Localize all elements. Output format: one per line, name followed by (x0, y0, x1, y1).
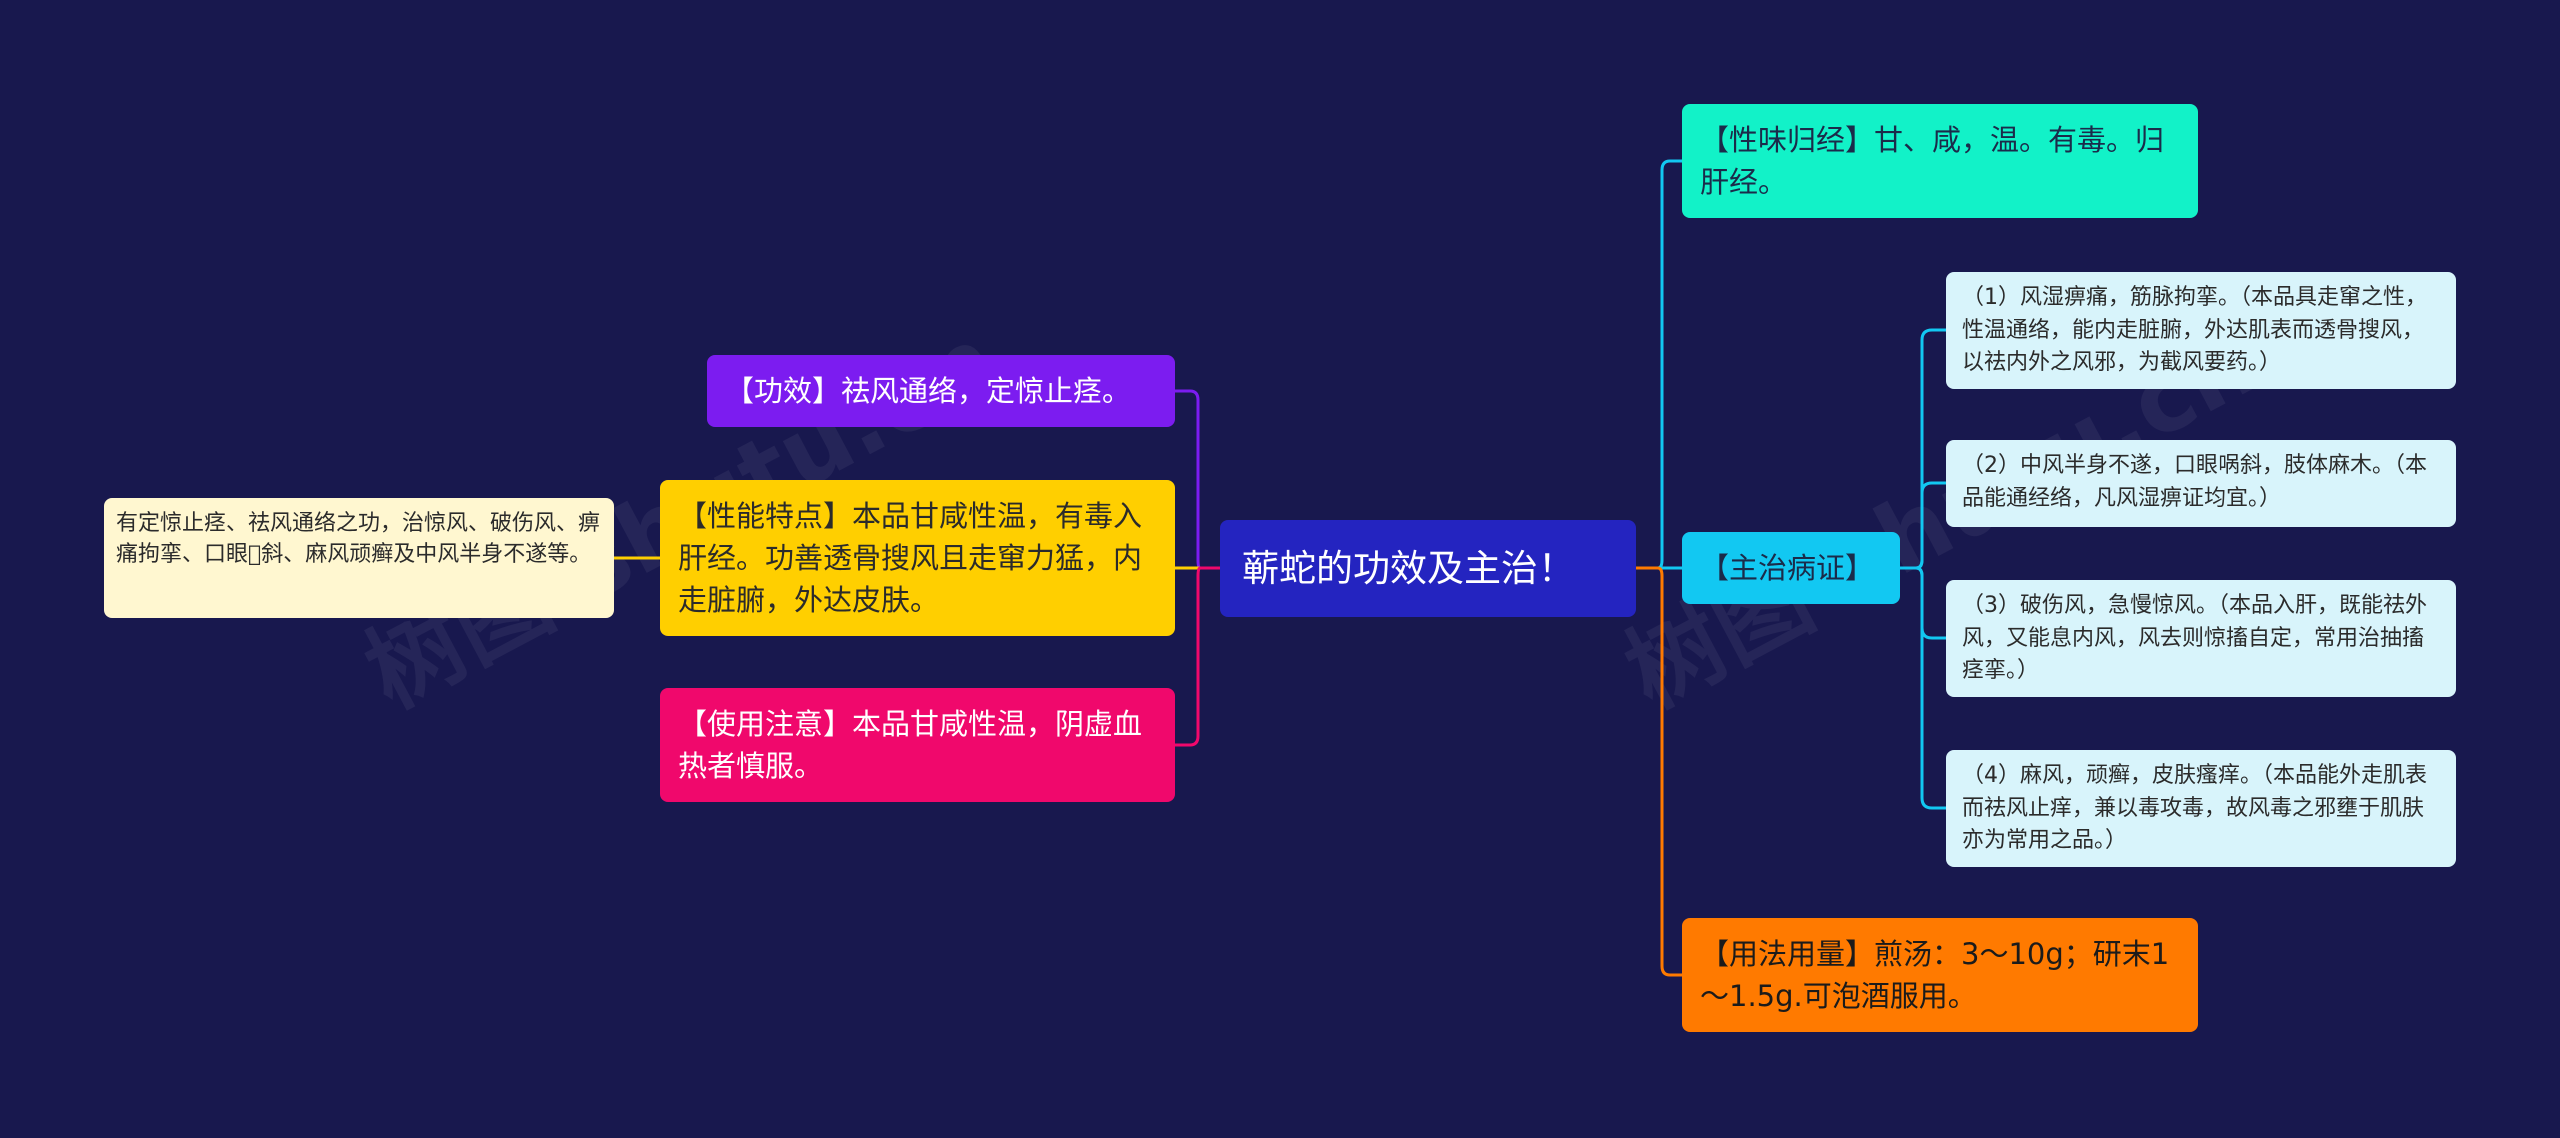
branch-xingneng[interactable]: 【性能特点】本品甘咸性温，有毒入肝经。功善透骨搜风且走窜力猛，内走脏腑，外达皮肤… (660, 480, 1175, 636)
branch-gongxiao-text: 【功效】祛风通络，定惊止痉。 (725, 373, 1132, 408)
zhuzhi-item-4-text: （4）麻风，顽癣，皮肤瘙痒。（本品能外走肌表而祛风止痒，兼以毒攻毒，故风毒之邪壅… (1962, 763, 2427, 854)
zhuzhi-item-2-text: （2）中风半身不遂，口眼㖞斜，肢体麻木。（本品能通经络，凡风湿痹证均宜。） (1962, 453, 2427, 511)
zhuzhi-item-3-text: （3）破伤风，急慢惊风。（本品入肝，既能祛外风，又能息内风，风去则惊搐自定，常用… (1962, 593, 2427, 684)
zhuzhi-item-4[interactable]: （4）麻风，顽癣，皮肤瘙痒。（本品能外走肌表而祛风止痒，兼以毒攻毒，故风毒之邪壅… (1946, 750, 2456, 867)
root-title: 蕲蛇的功效及主治！ (1242, 546, 1575, 590)
link-zhuzhi-z4 (1900, 566, 1946, 810)
link-root-zhuyi (1175, 566, 1220, 747)
link-zhuzhi-z2 (1900, 481, 1946, 570)
zhuzhi-item-1-text: （1）风湿痹痛，筋脉拘挛。（本品具走窜之性，性温通络，能内走脏腑，外达肌表而透骨… (1962, 285, 2427, 376)
zhuzhi-item-1[interactable]: （1）风湿痹痛，筋脉拘挛。（本品具走窜之性，性温通络，能内走脏腑，外达肌表而透骨… (1946, 272, 2456, 389)
root-node[interactable]: 蕲蛇的功效及主治！ (1220, 520, 1636, 617)
branch-yongfa-text: 【用法用量】煎汤：3～10g；研末1～1.5g.可泡酒服用。 (1700, 936, 2170, 1013)
branch-xingwei-text: 【性味归经】甘、咸，温。有毒。归肝经。 (1700, 122, 2165, 199)
branch-zhuyi-text: 【使用注意】本品甘咸性温，阴虚血热者慎服。 (678, 706, 1143, 783)
zhuzhi-item-2[interactable]: （2）中风半身不遂，口眼㖞斜，肢体麻木。（本品能通经络，凡风湿痹证均宜。） (1946, 440, 2456, 527)
zhuzhi-item-3[interactable]: （3）破伤风，急慢惊风。（本品入肝，既能祛外风，又能息内风，风去则惊搐自定，常用… (1946, 580, 2456, 697)
branch-yongfa[interactable]: 【用法用量】煎汤：3～10g；研末1～1.5g.可泡酒服用。 (1682, 918, 2198, 1032)
branch-zhuzhi-text: 【主治病证】 (1700, 550, 1875, 585)
branch-gongxiao[interactable]: 【功效】祛风通络，定惊止痉。 (707, 355, 1175, 427)
link-root-xingwei (1636, 159, 1682, 570)
branch-zhuzhi[interactable]: 【主治病证】 (1682, 532, 1900, 604)
link-root-yongfa (1636, 566, 1682, 977)
branch-xingwei[interactable]: 【性味归经】甘、咸，温。有毒。归肝经。 (1682, 104, 2198, 218)
link-root-gongxiao (1175, 389, 1220, 570)
branch-xingneng-text: 【性能特点】本品甘咸性温，有毒入肝经。功善透骨搜风且走窜力猛，内走脏腑，外达皮肤… (678, 498, 1143, 618)
left-note[interactable]: 有定惊止痉、祛风通络之功，治惊风、破伤风、痹痛拘挛、口眼 斜、麻风顽癣及中风半身… (104, 498, 614, 618)
left-note-text: 有定惊止痉、祛风通络之功，治惊风、破伤风、痹痛拘挛、口眼 斜、麻风顽癣及中风半身… (116, 511, 601, 568)
branch-zhuyi[interactable]: 【使用注意】本品甘咸性温，阴虚血热者慎服。 (660, 688, 1175, 802)
